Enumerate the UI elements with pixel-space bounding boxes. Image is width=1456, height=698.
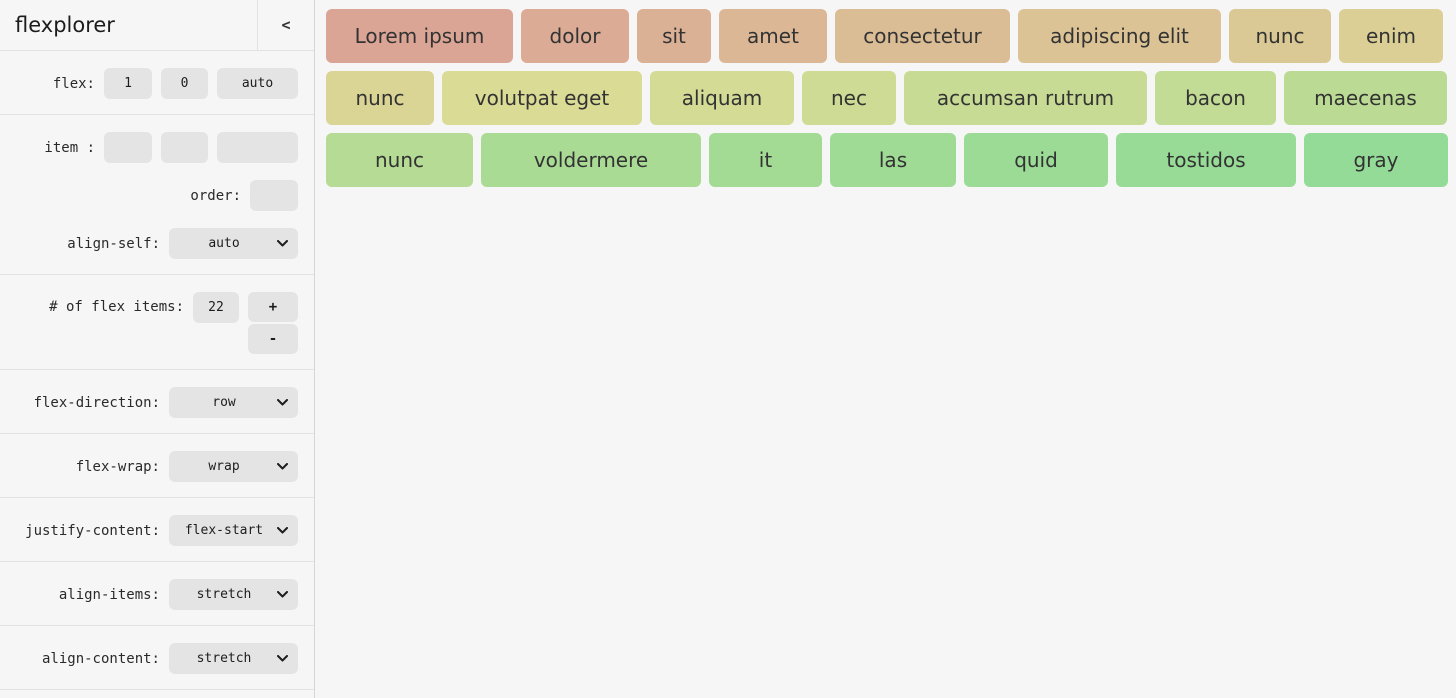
flex-item[interactable]: nec bbox=[802, 71, 896, 125]
section-flex-direction: flex-direction: row bbox=[0, 370, 314, 434]
flex-item[interactable]: adipiscing elit bbox=[1018, 9, 1221, 63]
item-flex-grow-input[interactable] bbox=[104, 132, 152, 163]
item-flex-shrink-input[interactable] bbox=[161, 132, 208, 163]
order-input[interactable] bbox=[250, 180, 298, 211]
flex-item[interactable]: las bbox=[830, 133, 956, 187]
align-items-label: align-items: bbox=[58, 586, 160, 603]
item-flex-basis-input[interactable] bbox=[217, 132, 298, 163]
count-input[interactable] bbox=[193, 292, 239, 323]
chevron-down-icon bbox=[277, 240, 288, 247]
section-justify-content: justify-content: flex-start bbox=[0, 498, 314, 562]
flex-item[interactable]: quid bbox=[964, 133, 1108, 187]
flex-item[interactable]: consectetur bbox=[835, 9, 1010, 63]
remove-item-button[interactable]: - bbox=[248, 324, 298, 354]
chevron-down-icon bbox=[277, 399, 288, 406]
chevron-down-icon bbox=[277, 463, 288, 470]
add-item-button[interactable]: + bbox=[248, 292, 298, 322]
order-label: order: bbox=[190, 187, 241, 204]
align-self-label: align-self: bbox=[67, 235, 160, 252]
flex-wrap-select[interactable]: wrap bbox=[169, 451, 298, 482]
section-align-items: align-items: stretch bbox=[0, 562, 314, 626]
flex-basis-input[interactable] bbox=[217, 68, 298, 99]
flex-item[interactable]: nunc bbox=[326, 133, 473, 187]
flex-item[interactable]: Lorem ipsum bbox=[326, 9, 513, 63]
chevron-down-icon bbox=[277, 655, 288, 662]
chevron-down-icon bbox=[277, 527, 288, 534]
justify-content-label: justify-content: bbox=[25, 522, 160, 539]
sidebar-header: flexplorer < bbox=[0, 0, 314, 51]
chevron-down-icon bbox=[277, 591, 288, 598]
count-label: # of flex items: bbox=[49, 299, 184, 315]
flex-item[interactable]: enim bbox=[1339, 9, 1443, 63]
flex-direction-label: flex-direction: bbox=[33, 394, 160, 411]
flex-item[interactable]: dolor bbox=[521, 9, 629, 63]
flex-shrink-input[interactable] bbox=[161, 68, 208, 99]
sidebar: flexplorer < flex: item : order: align-s… bbox=[0, 0, 315, 698]
count-stepper: + - bbox=[248, 292, 298, 354]
flex-item[interactable]: maecenas bbox=[1284, 71, 1447, 125]
flex-item[interactable]: it bbox=[709, 133, 822, 187]
section-flex-wrap: flex-wrap: wrap bbox=[0, 434, 314, 498]
collapse-sidebar-button[interactable]: < bbox=[257, 0, 314, 50]
flex-item[interactable]: amet bbox=[719, 9, 827, 63]
flex-grow-input[interactable] bbox=[104, 68, 152, 99]
flex-wrap-label: flex-wrap: bbox=[75, 458, 160, 475]
align-content-select[interactable]: stretch bbox=[169, 643, 298, 674]
item-label: item : bbox=[44, 139, 95, 156]
flex-item[interactable]: accumsan rutrum bbox=[904, 71, 1147, 125]
flex-item[interactable]: nunc bbox=[326, 71, 434, 125]
flex-item[interactable]: bacon bbox=[1155, 71, 1276, 125]
flex-item[interactable]: voldermere bbox=[481, 133, 701, 187]
section-item: item : order: align-self: auto bbox=[0, 115, 314, 275]
chevron-left-icon: < bbox=[281, 16, 291, 34]
align-content-label: align-content: bbox=[41, 650, 160, 667]
align-items-select[interactable]: stretch bbox=[169, 579, 298, 610]
flex-item[interactable]: sit bbox=[637, 9, 711, 63]
flex-item[interactable]: tostidos bbox=[1116, 133, 1296, 187]
section-count: # of flex items: + - bbox=[0, 275, 314, 370]
section-flex: flex: bbox=[0, 51, 314, 115]
flex-item[interactable]: nunc bbox=[1229, 9, 1331, 63]
align-self-select[interactable]: auto bbox=[169, 228, 298, 259]
flex-item[interactable]: aliquam bbox=[650, 71, 794, 125]
app-title: flexplorer bbox=[15, 13, 115, 37]
flex-item[interactable]: gray bbox=[1304, 133, 1448, 187]
flex-direction-select[interactable]: row bbox=[169, 387, 298, 418]
flex-item[interactable]: volutpat eget bbox=[442, 71, 642, 125]
section-align-content: align-content: stretch bbox=[0, 626, 314, 690]
justify-content-select[interactable]: flex-start bbox=[169, 515, 298, 546]
flex-label: flex: bbox=[52, 75, 95, 92]
